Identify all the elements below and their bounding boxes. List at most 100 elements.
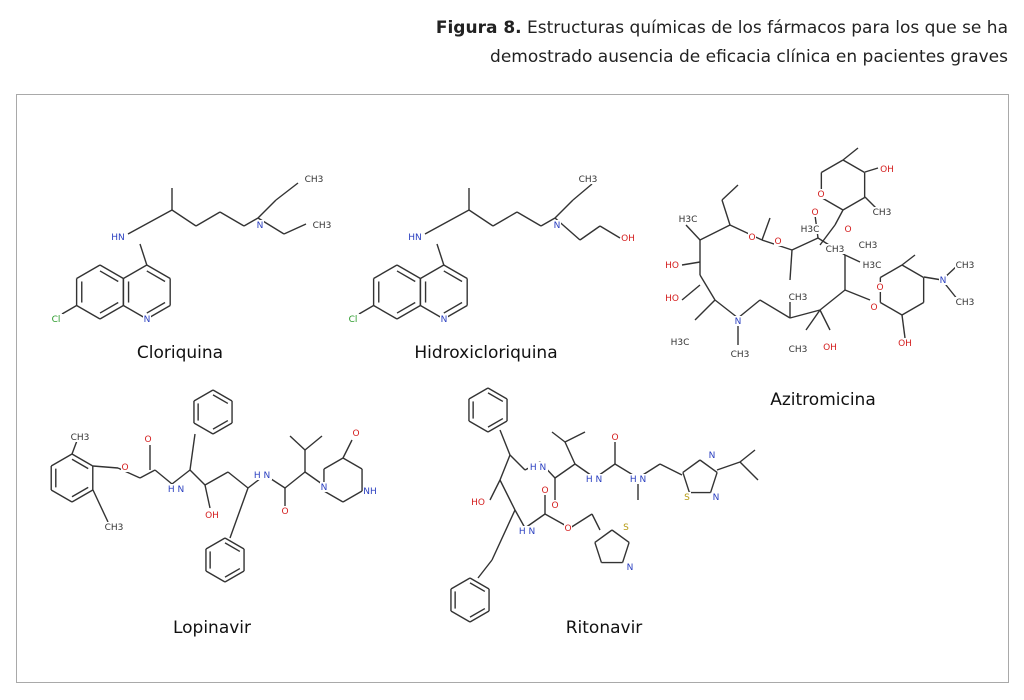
bond bbox=[864, 167, 879, 173]
quinoline-ring bbox=[123, 304, 148, 320]
caption-line-1: Estructuras químicas de los fármacos par… bbox=[527, 18, 1008, 38]
quinoline-ring bbox=[146, 264, 171, 280]
atom-label: CH3 bbox=[731, 350, 750, 360]
atom-label: N bbox=[144, 315, 151, 325]
aromatic-bond bbox=[443, 270, 463, 283]
bond bbox=[92, 465, 119, 469]
atom-label: Cl bbox=[52, 315, 61, 325]
quinoline-ring bbox=[443, 264, 468, 280]
phenyl-ring bbox=[193, 389, 214, 402]
bond bbox=[564, 441, 576, 465]
quinoline-ring bbox=[76, 264, 101, 280]
atom-label: H3C bbox=[863, 261, 882, 271]
bond bbox=[61, 304, 77, 315]
phenyl-ring bbox=[212, 389, 233, 402]
atom-label: H3C bbox=[679, 215, 698, 225]
bond bbox=[127, 209, 173, 235]
atom-label: O bbox=[811, 208, 818, 218]
thiazole-ring bbox=[611, 529, 630, 544]
aromatic-bond bbox=[99, 301, 119, 314]
quinoline-ring bbox=[420, 264, 445, 280]
thiazole-ring bbox=[682, 472, 691, 493]
atom-label: Cl bbox=[349, 315, 358, 325]
atom-label: N bbox=[627, 563, 634, 573]
bond bbox=[716, 461, 741, 471]
bond bbox=[227, 471, 249, 489]
bond bbox=[139, 469, 156, 479]
sugar-ring bbox=[901, 264, 925, 279]
quinoline-ring bbox=[123, 264, 148, 280]
bond bbox=[289, 435, 306, 451]
phenyl-ring bbox=[468, 420, 489, 433]
aromatic-bond bbox=[469, 607, 486, 618]
bond bbox=[243, 217, 259, 227]
atom-label: H N bbox=[530, 463, 546, 473]
label-chloroquine: Cloriquina bbox=[136, 343, 224, 363]
bond bbox=[436, 243, 445, 266]
bond bbox=[499, 429, 511, 456]
bond bbox=[509, 454, 526, 471]
bond bbox=[721, 184, 739, 201]
atom-label: H N bbox=[519, 527, 535, 537]
bond bbox=[219, 211, 245, 227]
bond bbox=[844, 289, 871, 301]
atom-label: O bbox=[541, 486, 548, 496]
atom-label: O bbox=[352, 429, 359, 439]
atom-label: HO bbox=[665, 294, 679, 304]
bond bbox=[789, 249, 793, 281]
bond bbox=[739, 449, 756, 463]
thiazole-ring bbox=[699, 459, 718, 474]
bond bbox=[154, 469, 173, 485]
bond bbox=[492, 211, 518, 227]
atom-label: H N bbox=[254, 471, 270, 481]
atom-label: O bbox=[281, 507, 288, 517]
phenyl-ring bbox=[193, 422, 214, 435]
macrocycle-bond bbox=[699, 224, 731, 241]
phenyl-ring bbox=[50, 453, 73, 467]
bond bbox=[569, 513, 593, 529]
atom-label: CH3 bbox=[859, 241, 878, 251]
macrocycle-bond bbox=[759, 299, 791, 319]
atom-label: N bbox=[257, 221, 264, 231]
aromatic-bond bbox=[212, 419, 229, 430]
bond bbox=[195, 211, 221, 227]
aromatic-bond bbox=[71, 486, 89, 498]
atom-label: OH bbox=[823, 343, 837, 353]
quinoline-ring bbox=[99, 304, 124, 320]
phenyl-ring bbox=[469, 610, 490, 623]
bond bbox=[901, 314, 906, 339]
atom-label: O bbox=[876, 283, 883, 293]
aromatic-bond bbox=[146, 301, 166, 314]
phenyl-ring bbox=[224, 537, 245, 550]
bond bbox=[139, 243, 148, 266]
bond bbox=[229, 487, 249, 539]
bond bbox=[189, 469, 206, 486]
atom-label: NH bbox=[363, 487, 377, 497]
atom-label: S bbox=[684, 493, 690, 503]
bond bbox=[424, 209, 470, 235]
atom-label: CH3 bbox=[305, 175, 324, 185]
aromatic-bond bbox=[224, 567, 241, 578]
bond bbox=[805, 309, 821, 331]
bond bbox=[304, 471, 323, 485]
bond bbox=[514, 509, 526, 529]
sugar-ring bbox=[820, 159, 844, 174]
atom-label: CH3 bbox=[873, 208, 892, 218]
atom-label: O bbox=[144, 435, 151, 445]
quinoline-ring bbox=[76, 304, 101, 320]
aromatic-bond bbox=[443, 301, 463, 314]
phenyl-ring bbox=[205, 537, 226, 550]
atom-label: N bbox=[554, 221, 561, 231]
aromatic-bond bbox=[469, 582, 486, 593]
bond bbox=[842, 147, 859, 161]
bond bbox=[489, 479, 501, 501]
bond bbox=[551, 431, 566, 443]
bond bbox=[761, 217, 771, 241]
atom-label: OH bbox=[205, 511, 219, 521]
bond bbox=[92, 489, 109, 523]
urea-ring bbox=[342, 490, 363, 503]
atom-label: N bbox=[940, 276, 947, 286]
urea-ring bbox=[323, 457, 344, 470]
sugar-ring bbox=[842, 196, 866, 211]
bond bbox=[468, 209, 494, 227]
